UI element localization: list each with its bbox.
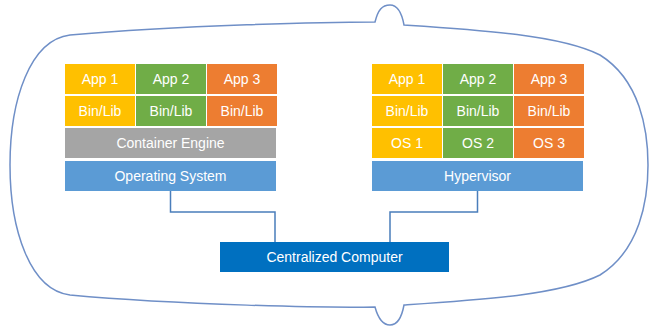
box-label: App 1: [82, 71, 119, 87]
app-box: App 3: [207, 64, 277, 94]
box-label: OS 1: [391, 135, 423, 151]
guest-os-box: OS 1: [372, 128, 442, 158]
guest-os-box: OS 2: [443, 128, 513, 158]
box-label: Bin/Lib: [221, 103, 264, 119]
box-label: App 3: [224, 71, 261, 87]
box-label: App 2: [153, 71, 190, 87]
box-label: OS 3: [533, 135, 565, 151]
container-engine-box: Container Engine: [65, 128, 276, 158]
library-box: Bin/Lib: [372, 96, 442, 126]
box-label: Bin/Lib: [386, 103, 429, 119]
app-box: App 1: [65, 64, 135, 94]
library-box: Bin/Lib: [207, 96, 277, 126]
library-box: Bin/Lib: [443, 96, 513, 126]
computer-box: Centralized Computer: [220, 242, 449, 272]
hypervisor-box: Hypervisor: [372, 161, 583, 191]
box-label: App 3: [531, 71, 568, 87]
box-label: OS 2: [462, 135, 494, 151]
box-label: App 1: [389, 71, 426, 87]
app-box: App 2: [136, 64, 206, 94]
box-label: Hypervisor: [444, 168, 511, 184]
box-label: Bin/Lib: [150, 103, 193, 119]
box-label: Bin/Lib: [79, 103, 122, 119]
box-label: Bin/Lib: [528, 103, 571, 119]
connector-line: [171, 191, 276, 242]
guest-os-box: OS 3: [514, 128, 584, 158]
app-box: App 2: [443, 64, 513, 94]
box-label: App 2: [460, 71, 497, 87]
library-box: Bin/Lib: [65, 96, 135, 126]
operating-system-box: Operating System: [65, 161, 276, 191]
box-label: Container Engine: [116, 135, 224, 151]
car-body: [10, 5, 648, 325]
box-label: Operating System: [114, 168, 226, 184]
box-label: Bin/Lib: [457, 103, 500, 119]
connector-line: [390, 191, 478, 242]
app-box: App 1: [372, 64, 442, 94]
app-box: App 3: [514, 64, 584, 94]
library-box: Bin/Lib: [514, 96, 584, 126]
box-label: Centralized Computer: [266, 249, 402, 265]
library-box: Bin/Lib: [136, 96, 206, 126]
